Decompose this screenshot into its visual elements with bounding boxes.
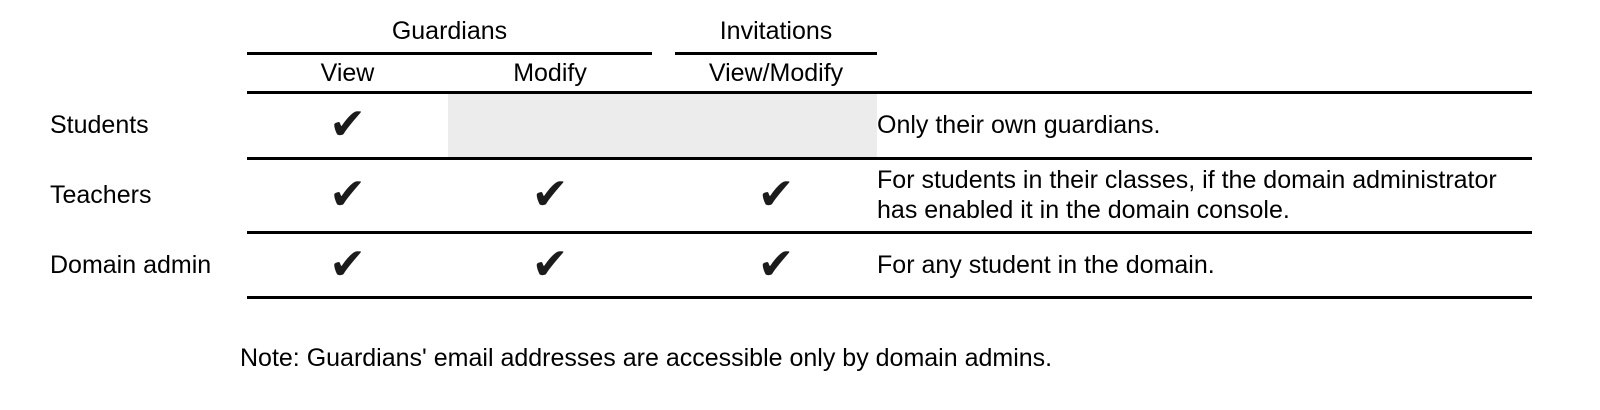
header-notes-cell <box>877 53 1533 94</box>
students-blocked-cell <box>448 92 878 160</box>
teachers-note-cell: For students in their classes, if the do… <box>877 158 1533 234</box>
column-group-guardians: Guardians <box>247 10 653 55</box>
check-icon: ✔ <box>757 169 795 220</box>
table-row-students: Students ✔ Only their own guardians. <box>50 92 1533 160</box>
note-line: Only their own guardians. <box>877 111 1161 139</box>
table-row-domain-admin: Domain admin ✔ ✔ ✔ For any student in th… <box>50 232 1533 299</box>
note-line: For any student in the domain. <box>877 250 1215 279</box>
check-icon: ✔ <box>531 238 569 290</box>
check-icon: ✔ <box>329 169 366 220</box>
footnote: Note: Guardians' email addresses are acc… <box>240 344 1053 372</box>
table-row-teachers: Teachers ✔ ✔ ✔ For students in their cla… <box>50 158 1533 234</box>
teachers-invitations-cell: ✔ <box>675 158 878 234</box>
group-header-row: Guardians Invitations <box>50 10 1532 55</box>
teachers-guardians-view-cell: ✔ <box>247 158 448 234</box>
check-icon: ✔ <box>757 238 795 290</box>
column-header-view-modify: View/Modify <box>675 53 878 94</box>
students-note-cell: Only their own guardians. <box>877 92 1533 160</box>
note-line: For students in their classes, if the do… <box>877 166 1497 194</box>
header-role-cell <box>50 53 247 92</box>
admin-gap-cell <box>652 232 676 299</box>
group-notes-spacer <box>877 10 1532 53</box>
check-icon: ✔ <box>531 169 569 220</box>
admin-guardians-modify-cell: ✔ <box>448 232 653 299</box>
column-group-invitations: Invitations <box>675 10 878 55</box>
note-line: has enabled it in the domain console. <box>877 196 1290 224</box>
permissions-table: Guardians Invitations View Modify View/M… <box>50 10 1533 299</box>
column-header-view: View <box>247 53 448 94</box>
check-icon: ✔ <box>329 238 366 290</box>
admin-guardians-view-cell: ✔ <box>247 232 448 299</box>
column-header-modify: Modify <box>448 53 653 94</box>
admin-invitations-cell: ✔ <box>675 232 878 299</box>
header-gap-cell <box>652 53 676 94</box>
row-label-teachers: Teachers <box>50 181 152 209</box>
corner-cell <box>50 10 247 53</box>
row-label-students: Students <box>50 111 149 139</box>
teachers-guardians-modify-cell: ✔ <box>448 158 653 234</box>
column-header-row: View Modify View/Modify <box>50 53 1533 94</box>
teachers-gap-cell <box>652 158 676 234</box>
group-gap-cell <box>652 10 675 53</box>
students-guardians-view-cell: ✔ <box>247 92 448 160</box>
admin-note-cell: For any student in the domain. <box>877 232 1533 299</box>
row-label-domain-admin: Domain admin <box>50 250 212 279</box>
check-icon: ✔ <box>329 99 366 150</box>
